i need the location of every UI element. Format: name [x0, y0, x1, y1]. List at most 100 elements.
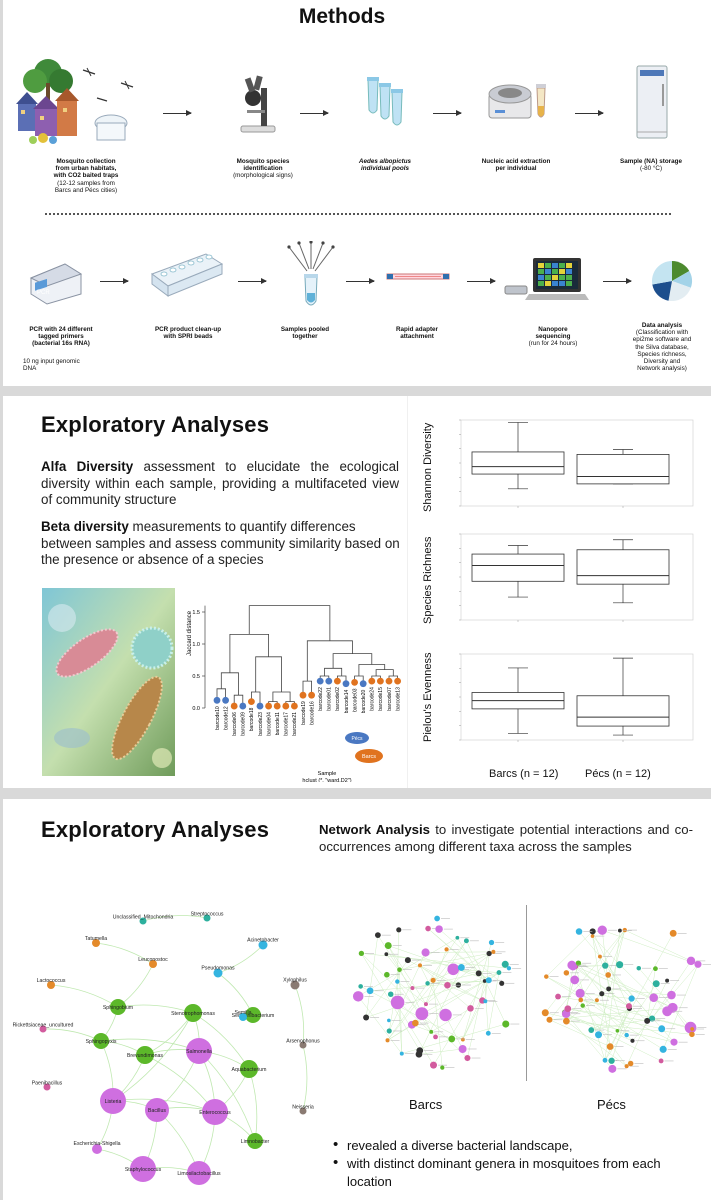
- mini-network-node: [501, 960, 509, 968]
- dendro-leaf-label: barcode22: [318, 687, 324, 711]
- dendro-leaf-label: barcode16: [309, 701, 315, 725]
- box-ylabel-evenness: Pielou's Evenness: [422, 652, 434, 742]
- mini-network-node: [658, 1058, 664, 1064]
- mini-network-node: [363, 1014, 370, 1021]
- mini-network-node: [667, 990, 676, 1000]
- mini-network-node: [622, 927, 627, 933]
- mini-network-node: [415, 1007, 429, 1021]
- network-node: [258, 940, 268, 950]
- mini-network-node: [653, 966, 658, 972]
- dendro-ylabel: Jaccard distance: [187, 610, 193, 656]
- mini-network-node: [410, 986, 415, 991]
- mini-network-node: [589, 928, 596, 935]
- dendro-ytick: 1.0: [192, 642, 200, 648]
- mini-network-node: [652, 980, 660, 988]
- network-node: [110, 999, 126, 1015]
- mini-network-node: [433, 1034, 438, 1040]
- beta-diversity-text: Beta diversity measurements to quantify …: [41, 519, 400, 567]
- dendro-leaf-point: [222, 696, 229, 704]
- mini-network-node: [412, 1019, 419, 1027]
- mini-network-node: [482, 979, 487, 983]
- dendro-leaf-point: [334, 677, 341, 685]
- network-node-label: Acinetobacter: [247, 938, 279, 944]
- mini-network-node: [690, 1027, 695, 1031]
- network-node-label: Bacillus: [148, 1108, 166, 1114]
- network-node-label: Salmonella: [186, 1049, 212, 1055]
- mini-network-node: [491, 949, 496, 954]
- data-analysis-pie-illustration: [651, 261, 692, 302]
- mini-network-node: [425, 981, 430, 986]
- network-node-label: Leuconostoc: [138, 957, 168, 963]
- mini-network-node: [669, 929, 677, 937]
- mini-network-node: [659, 1045, 667, 1053]
- mini-network-node: [670, 1038, 678, 1046]
- mini-network-node: [506, 966, 512, 971]
- finding-item: with distinct dominant genera in mosquit…: [331, 1154, 709, 1191]
- mini-network-node: [605, 972, 612, 978]
- network-node-label: Semilla: [234, 1010, 251, 1016]
- mini-network-node: [636, 965, 642, 971]
- mini-network-node: [384, 952, 389, 957]
- network-node: [186, 1038, 212, 1064]
- box-barcs: [471, 451, 565, 475]
- network-edge: [248, 1068, 258, 1142]
- network-node-label: Aquabacterium: [232, 1067, 267, 1073]
- step-caption: Data analysis(Classification with epi2me…: [632, 322, 692, 373]
- mini-network-node: [658, 1025, 666, 1033]
- mini-network-node: [575, 928, 583, 935]
- dendro-leaf-label: barcode23: [258, 712, 264, 736]
- mini-network-node: [575, 988, 585, 998]
- network-node: [299, 1107, 307, 1115]
- mini-network-node: [404, 957, 411, 964]
- network-node-label: Sphingobium: [103, 1005, 133, 1011]
- network-node: [239, 1013, 247, 1021]
- flow-arrow: [300, 110, 329, 116]
- network-node: [213, 968, 223, 978]
- dendro-leaf-point: [368, 677, 376, 685]
- mini-network-node: [627, 1060, 634, 1067]
- mini-network-node: [387, 1018, 391, 1023]
- richness-boxplot: [459, 533, 694, 622]
- dendro-leaf-point: [394, 677, 401, 685]
- mini-network-node: [486, 950, 492, 957]
- network-node-label: Unclassified_Mitochondria: [113, 915, 174, 921]
- network-edge: [95, 942, 154, 965]
- mini-network-node: [662, 1006, 673, 1017]
- dendro-leaf-point: [282, 702, 290, 710]
- legend-barcs-marker: [355, 749, 383, 763]
- dendro-leaf-point: [256, 702, 264, 710]
- box-ylabel-richness: Species Richness: [422, 536, 434, 624]
- legend-barcs: Barcs: [362, 754, 376, 760]
- mini-network-node: [606, 986, 612, 992]
- dendro-leaf-point: [230, 702, 238, 710]
- mini-network-node: [384, 942, 392, 950]
- dendro-leaf-point: [308, 691, 315, 699]
- mini-network-node: [485, 1030, 491, 1036]
- mini-network-node: [686, 956, 696, 966]
- network-node-label: Limosilactobacillus: [177, 1171, 221, 1177]
- network-node-label: Lactococcus: [37, 978, 66, 984]
- nanopore-laptop-illustration: [504, 258, 589, 300]
- network-node-label: Listeria: [105, 1099, 122, 1105]
- mini-network-node: [386, 1028, 392, 1034]
- mini-network-node: [423, 1002, 428, 1007]
- dendro-leaf-point: [248, 698, 255, 705]
- dendro-leaf-point: [299, 691, 307, 699]
- mini-network-node: [665, 978, 670, 983]
- network-node-label: Streptococcus: [191, 912, 224, 918]
- dendro-ytick: 1.5: [192, 610, 200, 616]
- network-panel: Exploratory Analyses Network Analysis to…: [3, 799, 711, 1200]
- mini-network-node: [467, 1005, 474, 1012]
- network-node: [247, 1133, 263, 1149]
- dendro-leaf-point: [342, 680, 350, 688]
- mini-network-node: [460, 1037, 465, 1042]
- site-label-barcs: Barcs: [409, 1097, 443, 1112]
- mini-network-node: [455, 935, 460, 940]
- dendro-leaf-label: barcode19: [301, 701, 307, 725]
- mini-network-node: [602, 962, 609, 969]
- spri-beads-illustration: [150, 253, 224, 297]
- section-title: Exploratory Analyses: [41, 412, 270, 437]
- diversity-panel: Exploratory Analyses Alfa Diversity asse…: [3, 396, 711, 788]
- network-edge: [117, 963, 154, 1008]
- mini-network-node: [366, 987, 374, 995]
